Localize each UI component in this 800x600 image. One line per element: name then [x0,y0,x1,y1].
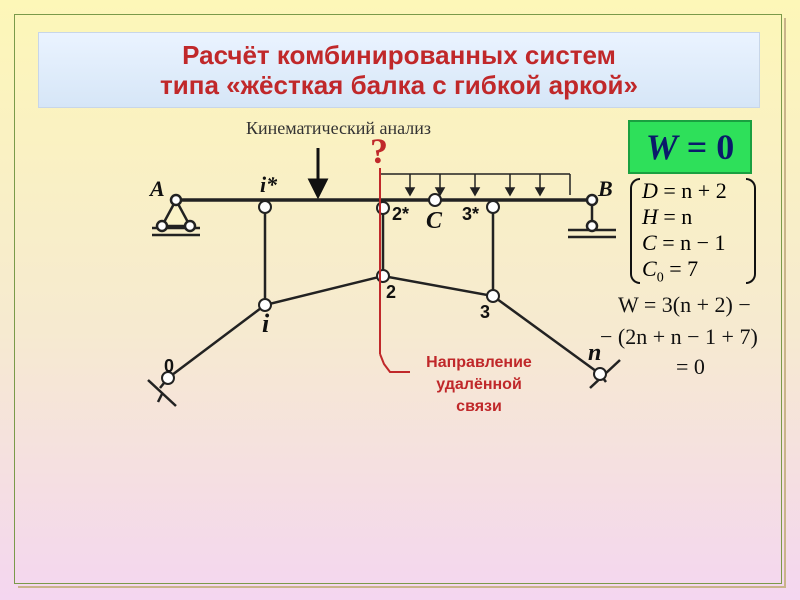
slide-frame [14,14,782,584]
hinge-n [593,367,607,381]
hinge-i-star [258,200,272,214]
w-formula-line-1: W = 3(n + 2) − [618,292,751,317]
concentrated-force-arrow [307,148,329,200]
hangers [263,207,495,305]
note-line-3: связи [456,398,502,415]
note-line-1: Направление [426,354,532,371]
w-value: = 0 [686,127,735,167]
question-mark: ? [370,131,388,171]
hinge-3-star [486,200,500,214]
w-equals-zero-box: W = 0 [628,120,752,174]
hinges [161,193,607,385]
distributed-load [379,173,571,197]
title-box: Расчёт комбинированных систем типа «жёст… [38,32,760,108]
equation-c: C = n − 1 [642,230,726,255]
label-zero: 0 [164,356,174,376]
hinge-c [428,193,442,207]
label-2-star: 2* [392,204,409,224]
equation-system: D = n + 2 H = n C = n − 1 C0 = 7 [630,178,756,288]
load-arrows [404,174,546,197]
hinge-0 [161,371,175,385]
title-line-1: Расчёт комбинированных систем [182,40,616,70]
label-3: 3 [480,302,490,322]
label-c: C [426,208,443,234]
support-b [568,193,616,239]
equation-d: D = n + 2 [642,178,727,203]
support-a [152,193,200,237]
label-i-star: i* [260,172,278,197]
label-b: B [597,176,613,201]
removed-constraint-note: Направление удалённой связи [404,352,554,418]
hinge-2 [376,269,390,283]
label-2: 2 [386,282,396,302]
title-line-2: типа «жёсткая балка с гибкой аркой» [160,70,638,100]
w-symbol: W [645,127,678,167]
w-formula-line-3: = 0 [676,354,705,379]
hinge-3 [486,289,500,303]
label-n: n [588,340,601,366]
hinge-2-star [376,201,390,215]
left-paren [630,178,640,284]
equation-h: H = n [642,204,693,229]
label-i: i [262,309,270,338]
subtitle: Кинематический анализ [246,118,432,138]
hinge-i [258,298,272,312]
frame-shadow [18,18,786,588]
label-3-star: 3* [462,204,479,224]
label-a: A [148,176,165,201]
removed-constraint-line [379,168,410,373]
equation-c0: C0 = 7 [642,256,699,286]
w-formula-line-2: − (2n + n − 1 + 7) [600,324,758,349]
note-line-2: удалённой [436,376,522,393]
